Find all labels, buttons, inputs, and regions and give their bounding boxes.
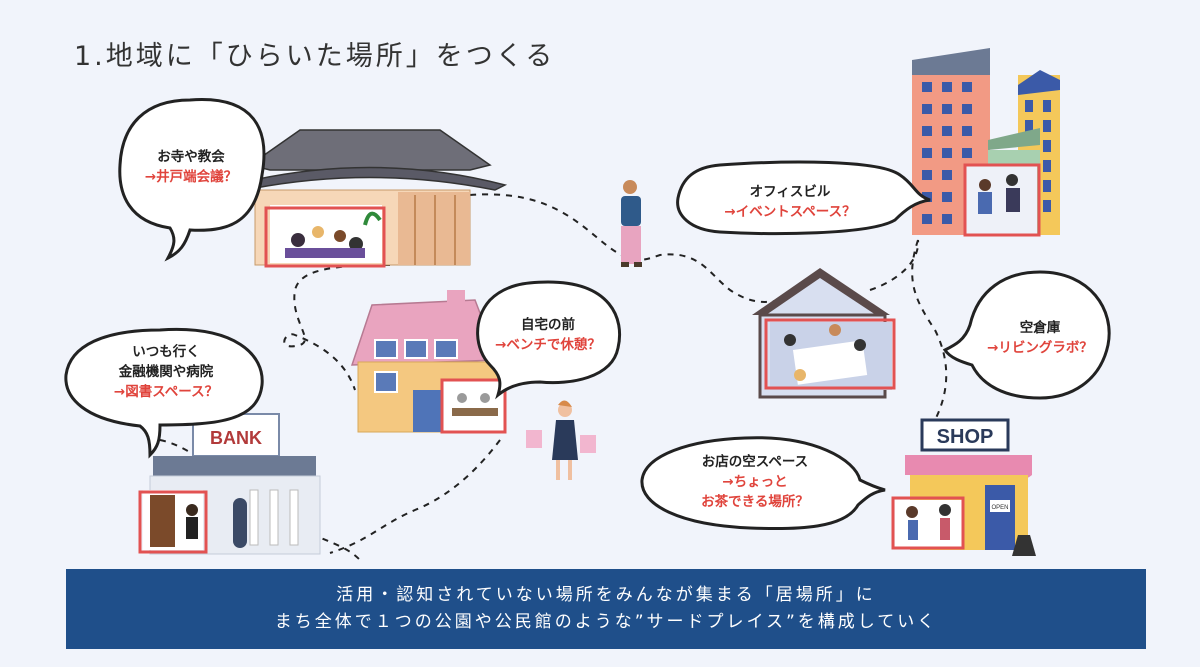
speech-bubble bbox=[64, 327, 264, 459]
bubble-idea-2: お茶できる場所？ bbox=[701, 494, 809, 510]
bubble-temple: お寺や教会 →井戸端会議？ bbox=[128, 147, 254, 187]
bubble-label: いつも行く bbox=[132, 344, 200, 360]
speech-bubble bbox=[118, 98, 266, 262]
bubble-idea: →イベントスペース？ bbox=[724, 204, 856, 220]
speech-bubble bbox=[476, 280, 622, 400]
office-building-illustration bbox=[912, 48, 1060, 237]
bubble-label: 自宅の前 bbox=[521, 317, 575, 333]
shop-sign: SHOP bbox=[937, 426, 994, 448]
bubble-label: オフィスビル bbox=[749, 184, 831, 200]
speech-bubble bbox=[640, 436, 886, 531]
bank-illustration bbox=[138, 413, 321, 555]
open-sign: OPEN bbox=[991, 505, 1008, 511]
bubble-idea: →ちょっと bbox=[722, 474, 788, 490]
bubble-label: 空倉庫 bbox=[1019, 320, 1061, 336]
house-illustration bbox=[350, 290, 507, 434]
bubble-warehouse: 空倉庫 →リビングラボ？ bbox=[975, 318, 1105, 358]
summary-banner: 活用・認知されていない場所をみんなが集まる「居場所」に まち全体で１つの公園や公… bbox=[66, 569, 1146, 649]
bubble-house: 自宅の前 →ベンチで休憩？ bbox=[478, 315, 618, 355]
bubble-shop: お店の空スペース →ちょっと お茶できる場所？ bbox=[660, 452, 850, 512]
shop-illustration bbox=[891, 418, 1036, 556]
bubble-label-2: 金融機関や病院 bbox=[118, 364, 214, 380]
temple-illustration bbox=[229, 129, 508, 268]
bubble-idea: →図書スペース？ bbox=[113, 384, 219, 400]
speech-bubble bbox=[942, 270, 1111, 400]
banner-line-2: まち全体で１つの公園や公民館のような”サードプレイス”を構成していく bbox=[274, 612, 938, 632]
bubble-idea: →リビングラボ？ bbox=[987, 340, 1093, 356]
bubble-idea: →井戸端会議？ bbox=[144, 169, 238, 185]
banner-line-1: 活用・認知されていない場所をみんなが集まる「居場所」に bbox=[336, 585, 876, 605]
bubble-label: お寺や教会 bbox=[157, 149, 225, 165]
bubble-idea: →ベンチで休憩？ bbox=[495, 337, 601, 353]
warehouse-illustration bbox=[752, 268, 896, 399]
man-illustration bbox=[621, 180, 642, 267]
speech-bubble bbox=[676, 160, 931, 236]
bubble-label: お店の空スペース bbox=[701, 454, 809, 470]
shopper-illustration bbox=[526, 400, 596, 480]
bank-sign: BANK bbox=[210, 428, 262, 448]
bubble-bank: いつも行く 金融機関や病院 →図書スペース？ bbox=[76, 342, 256, 402]
bubble-office: オフィスビル →イベントスペース？ bbox=[690, 182, 890, 222]
page-title: 1.地域に「ひらいた場所」をつくる bbox=[74, 41, 556, 72]
